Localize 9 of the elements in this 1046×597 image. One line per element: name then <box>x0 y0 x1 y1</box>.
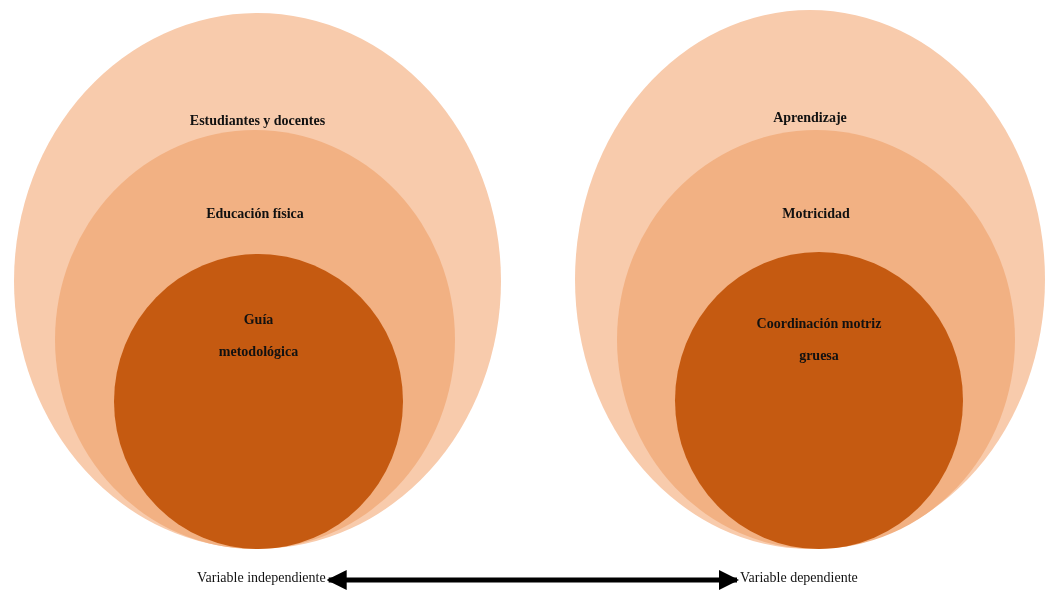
circle-label: Educación física <box>205 205 305 223</box>
variable-label: Variable independiente <box>195 568 328 592</box>
circle-label: Motricidad <box>781 205 851 223</box>
circle-label: Estudiantes y docentes <box>188 112 327 130</box>
circle-label: Aprendizaje <box>772 109 848 127</box>
circle-label: Coordinación motriz gruesa <box>756 315 882 365</box>
variable-label: Variable dependiente <box>738 568 860 592</box>
circle-label: Guía metodológica <box>217 311 300 361</box>
double-arrow <box>326 570 739 590</box>
